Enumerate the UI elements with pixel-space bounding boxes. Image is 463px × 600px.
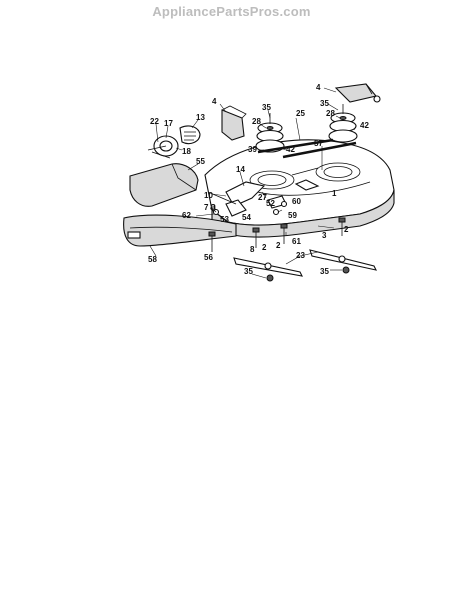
callout-3: 3 (322, 231, 327, 240)
callout-35-right-spindle: 35 (320, 99, 329, 108)
front-bracket-assembly (207, 179, 320, 217)
callout-23: 23 (296, 251, 305, 260)
callout-18: 18 (182, 147, 191, 156)
bolt-56 (208, 231, 216, 252)
blade-bolts-35 (266, 266, 350, 282)
callout-57: 57 (314, 139, 323, 148)
callout-2-center-left: 2 (262, 243, 267, 252)
callout-4-left: 4 (212, 97, 217, 106)
callout-13: 13 (196, 113, 205, 122)
deck-belt (257, 138, 357, 159)
callout-55: 55 (196, 157, 205, 166)
idler-pulley-assembly (147, 125, 201, 159)
callout-53: 53 (220, 215, 229, 224)
callout-1: 1 (332, 189, 337, 198)
callout-60: 60 (292, 197, 301, 206)
bolt-61 (280, 223, 288, 244)
callout-a: a (210, 201, 217, 213)
callout-10: 10 (204, 191, 213, 200)
callout-2-right: 2 (344, 225, 349, 234)
callout-17: 17 (164, 119, 173, 128)
callout-7: 7 (204, 203, 209, 212)
callout-59: 59 (288, 211, 297, 220)
callout-54: 54 (242, 213, 251, 222)
callout-35-right-blade: 35 (320, 267, 329, 276)
discharge-chute-55 (129, 163, 199, 207)
bolt-8 (252, 227, 260, 248)
callout-labels: 4 4 35 35 35 35 28 28 25 42 42 39 57 22 … (148, 83, 369, 276)
callout-28-left: 28 (252, 117, 261, 126)
callout-2-center: 2 (276, 241, 281, 250)
bolt-2-right (338, 217, 346, 236)
callout-8: 8 (250, 245, 255, 254)
callout-42-left: 42 (286, 145, 295, 154)
callout-39: 39 (248, 145, 257, 154)
callout-4-right: 4 (316, 83, 321, 92)
callout-28-right: 28 (326, 109, 335, 118)
right-spindle-pulley (328, 104, 358, 143)
callout-35-left-blade: 35 (244, 267, 253, 276)
callout-61: 61 (292, 237, 301, 246)
callout-14: 14 (236, 165, 245, 174)
callout-56: 56 (204, 253, 213, 262)
callout-25: 25 (296, 109, 305, 118)
blade-right-23 (309, 249, 378, 271)
belt-guard-left (221, 105, 247, 141)
deflector-shield-58 (123, 214, 237, 247)
callout-35-left-spindle: 35 (262, 103, 271, 112)
blade-left-23 (233, 257, 303, 277)
belt-guard-right (334, 83, 381, 103)
callout-58: 58 (148, 255, 157, 264)
callout-52: 52 (266, 199, 275, 208)
callout-27: 27 (258, 193, 267, 202)
left-spindle-pulley (255, 113, 285, 153)
callout-22: 22 (150, 117, 159, 126)
watermark-text: AppliancePartsPros.com (152, 4, 311, 19)
callout-42-right: 42 (360, 121, 369, 130)
callout-62: 62 (182, 211, 191, 220)
leader-lines (149, 87, 357, 279)
